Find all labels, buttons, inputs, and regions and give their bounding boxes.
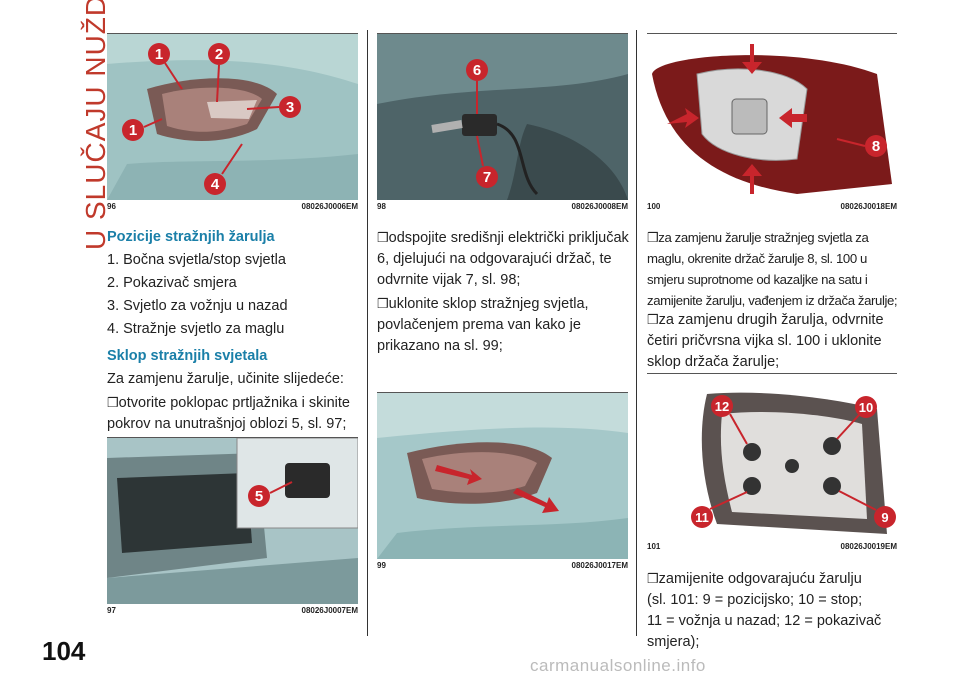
figure-97: 5 97 08026J0007EM [107,437,358,615]
watermark[interactable]: carmanualsonline.info [530,656,706,675]
figure-code: 08026J0007EM [301,606,359,615]
intro-text: Za zamjenu žarulje, učinite slijedeće: [107,371,344,387]
figure-96: 1 2 3 1 4 96 08026J0006EM [107,33,358,211]
figure-number: 97 [107,606,116,615]
callout-3: 3 [286,99,294,116]
callout-4: 4 [211,176,220,193]
callout-1: 1 [129,122,137,139]
step: ❒za zamjenu žarulje stražnjeg svjetla za… [647,230,898,308]
step: ❒odspojite središnji električki priključ… [377,230,629,288]
figure-number: 101 [647,542,661,551]
figure-code: 08026J0006EM [301,202,359,211]
step: ❒uklonite sklop stražnjeg svjetla,povlač… [377,296,589,354]
trunk-photo: 5 [107,438,358,604]
figure-number: 100 [647,202,661,211]
list-item: 2. Pokazivač smjera [107,275,237,291]
step: ❒zamijenite odgovarajuću žarulju(sl. 101… [647,571,882,650]
column-3-text-c: ❒zamijenite odgovarajuću žarulju(sl. 101… [647,568,902,655]
callout-11: 11 [695,510,709,525]
callout-5: 5 [255,488,263,505]
callout-9: 9 [881,510,888,525]
figure-99: 99 08026J0017EM [377,392,628,570]
list-item: 4. Stražnje svjetlo za maglu [107,321,285,337]
removal-photo [377,393,628,559]
column-divider [367,30,368,636]
callout-2: 2 [215,46,223,63]
connector-photo: 6 7 [377,34,628,200]
tail-light-photo: 1 2 3 1 4 [107,34,358,200]
page-number: 104 [42,636,86,666]
bulb-holder-photo: 12 10 11 9 [647,374,897,540]
step: ❒otvorite poklopac prtljažnika i skinite… [107,395,350,432]
figure-number: 99 [377,561,386,570]
callout-1: 1 [155,46,163,63]
callout-8: 8 [872,138,880,155]
section-heading: Pozicije stražnjih žarulja [107,229,275,245]
list-item: 3. Svjetlo za vožnju u nazad [107,298,288,314]
callout-7: 7 [483,169,491,186]
figure-number: 98 [377,202,386,211]
figure-code: 08026J0018EM [840,202,898,211]
column-1-text: Pozicije stražnjih žarulja 1. Bočna svje… [107,227,367,437]
list-item: 1. Bočna svjetla/stop svjetla [107,252,286,268]
section-heading: Sklop stražnjih svjetala [107,348,268,364]
callout-10: 10 [859,400,873,415]
section-side-title: U SLUČAJU NUŽDE [80,0,111,250]
figure-101: 12 10 11 9 101 08026J0019EM [647,373,897,551]
callout-6: 6 [473,62,481,79]
figure-98: 6 7 98 08026J0008EM [377,33,628,211]
callout-12: 12 [715,399,729,414]
figure-code: 08026J0019EM [840,542,898,551]
figure-100: 8 100 08026J0018EM [647,33,897,211]
column-divider [636,30,637,636]
figure-code: 08026J0017EM [571,561,629,570]
lamp-holder-photo: 8 [647,34,897,200]
column-3-text-a: ❒za zamjenu žarulje stražnjeg svjetla za… [647,227,902,313]
figure-number: 96 [107,202,116,211]
column-2-text: ❒odspojite središnji električki priključ… [377,227,635,359]
figure-code: 08026J0008EM [571,202,629,211]
